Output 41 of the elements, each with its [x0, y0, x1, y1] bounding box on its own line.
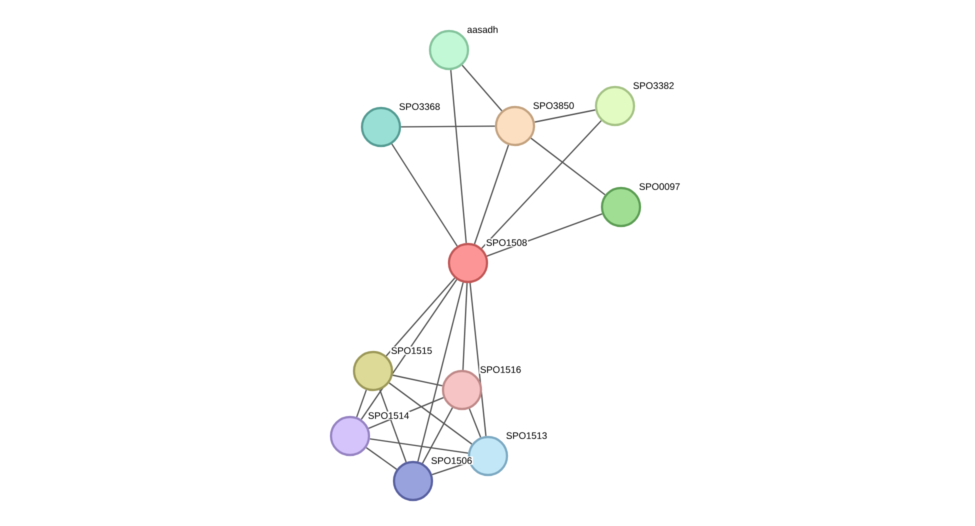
edge-line	[530, 138, 606, 196]
edge-line	[474, 144, 510, 244]
node-label: SPO1514	[367, 411, 410, 420]
node-label: SPO1506	[430, 456, 473, 465]
edge-line	[391, 144, 458, 246]
protein-node	[360, 106, 402, 148]
edge-line	[356, 390, 367, 418]
edge-line	[450, 70, 467, 244]
protein-node	[392, 460, 434, 502]
edge-line	[481, 120, 602, 249]
edge-line	[388, 382, 472, 445]
edge-line	[422, 407, 454, 464]
protein-node	[428, 30, 470, 70]
protein-node	[494, 106, 536, 146]
node-label: SPO1515	[390, 346, 433, 355]
edge-line	[401, 126, 495, 128]
edge-line	[462, 283, 468, 370]
protein-node	[448, 242, 488, 284]
edge-line	[366, 447, 398, 470]
protein-node	[330, 416, 370, 456]
node-label: SPO3850	[532, 101, 575, 110]
node-label: SPO1516	[479, 365, 522, 374]
edge-line	[462, 64, 502, 112]
node-label: SPO0097	[638, 182, 681, 191]
node-label: SPO1508	[485, 238, 528, 247]
edge-line	[386, 278, 456, 356]
protein-node	[594, 86, 636, 126]
edge-line	[469, 282, 487, 436]
node-label: SPO1513	[505, 431, 548, 440]
edge-line	[379, 390, 407, 462]
edge-line	[417, 282, 464, 462]
protein-node	[442, 370, 482, 410]
edge-line	[392, 374, 442, 386]
node-label: SPO3382	[632, 81, 675, 90]
node-label: SPO3368	[398, 102, 441, 111]
edge-line	[468, 408, 482, 438]
protein-node	[600, 186, 642, 228]
node-label: aasadh	[466, 25, 499, 34]
edge-line	[534, 109, 596, 123]
protein-node	[352, 350, 394, 392]
edge-line	[370, 438, 468, 454]
